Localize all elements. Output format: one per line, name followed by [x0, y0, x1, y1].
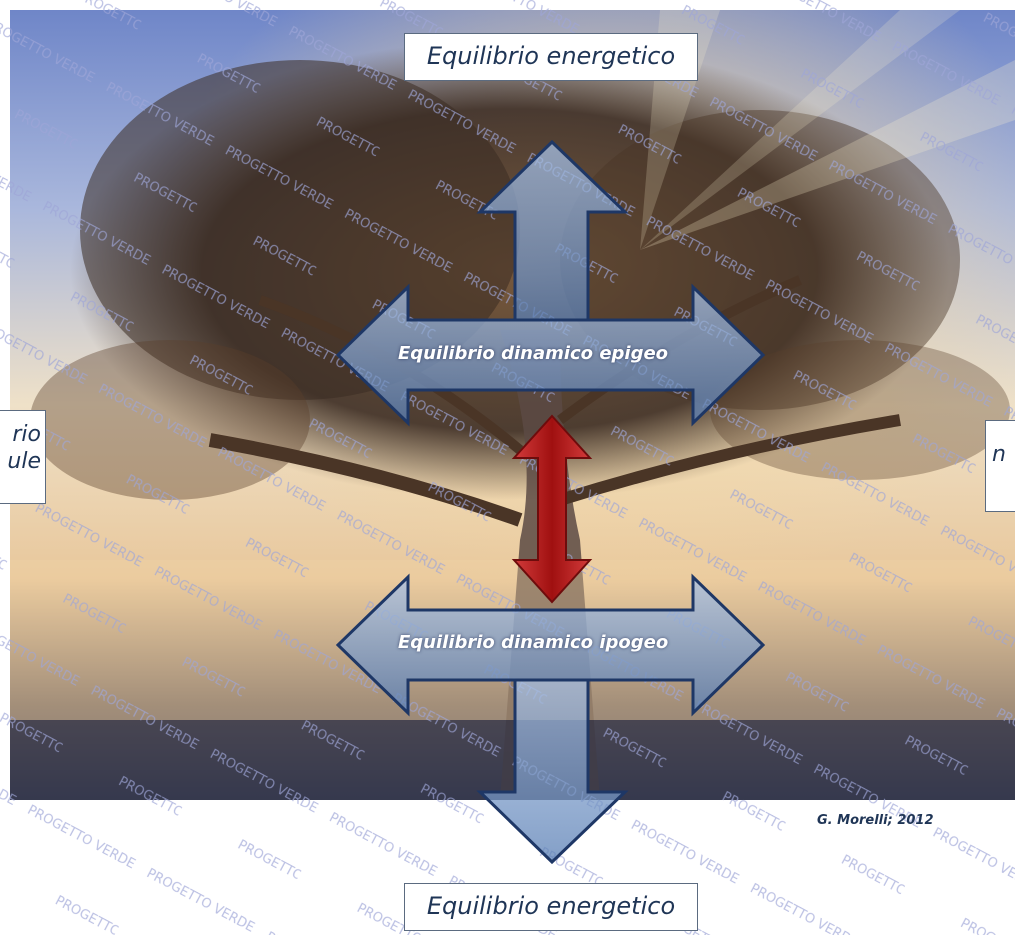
label-equilibrio-energetico-bottom: Equilibrio energetico [404, 883, 698, 931]
label-equilibrio-dinamico-ipogeo: Equilibrio dinamico ipogeo [398, 632, 669, 653]
author-credit: G. Morelli; 2012 [817, 813, 934, 828]
label-left-partial: rio ule [0, 410, 46, 504]
label-equilibrio-dinamico-epigeo: Equilibrio dinamico epigeo [398, 343, 669, 364]
label-equilibrio-energetico-top: Equilibrio energetico [404, 33, 698, 81]
ipogeo-double-arrow [335, 573, 766, 717]
central-red-double-arrow [511, 414, 593, 604]
downward-arrow [476, 678, 629, 865]
label-left-line2: ule [7, 449, 41, 474]
label-right-partial: n [985, 420, 1015, 512]
epigeo-double-arrow [335, 283, 766, 427]
label-right-line2: n [992, 442, 1006, 467]
label-left-line1: rio [12, 422, 41, 447]
